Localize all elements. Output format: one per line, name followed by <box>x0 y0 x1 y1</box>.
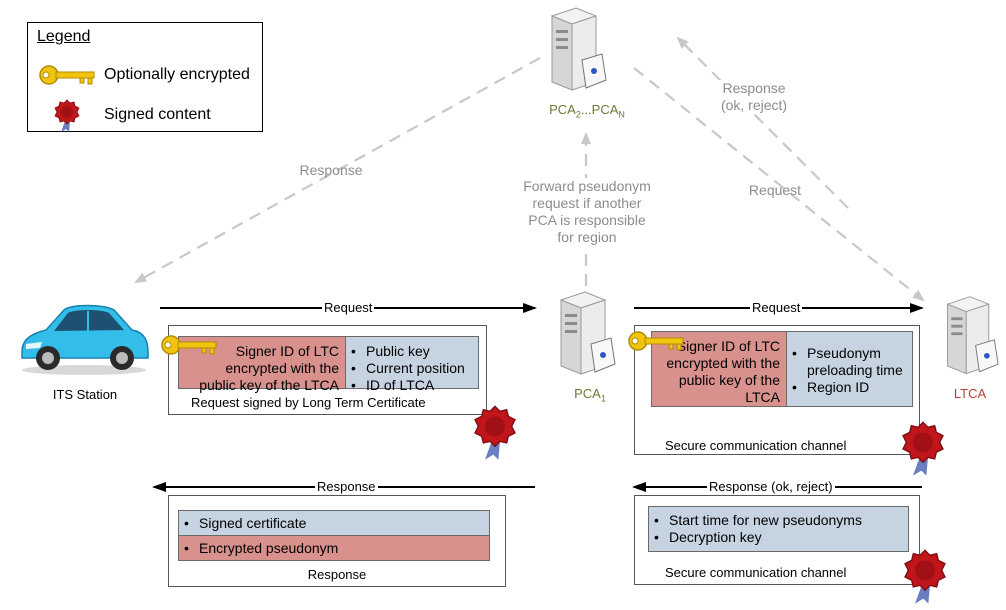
request-right-label: Request <box>750 300 803 315</box>
seal-icon <box>904 549 946 604</box>
seal-icon <box>902 421 944 476</box>
response-field-item: Signed certificate <box>179 515 489 532</box>
response-field-item: Encrypted pseudonym <box>179 540 489 557</box>
legend-seal-label: Signed content <box>104 106 211 123</box>
response-box-right-caption: Secure communication channel <box>665 565 847 580</box>
request-left-label: Request <box>322 300 375 315</box>
encrypted-pseudonym-cell: Encrypted pseudonym <box>178 535 490 561</box>
request-arrow-pcan-to-ltca <box>633 67 925 302</box>
response-right-label: Response (ok, reject) <box>707 479 835 494</box>
legend-key-label: Optionally encrypted <box>104 66 250 83</box>
response-arrow-ltca-to-pcan <box>676 36 849 209</box>
signed-certificate-cell: Signed certificate <box>178 510 490 536</box>
request-field-item: Current position <box>346 360 478 377</box>
its-station-label: ITS Station <box>52 387 118 402</box>
response-box-left-caption: Response <box>307 567 367 582</box>
request-message-box-left: Signer ID of LTC encrypted with the publ… <box>168 325 487 415</box>
server-icon-pcan <box>550 7 607 91</box>
forward-label: Forward pseudonym request if another PCA… <box>510 178 664 246</box>
key-icon <box>628 331 684 351</box>
server-icon-pca1 <box>559 291 616 375</box>
forwarded-fields-cell: Pseudonym preloading time Region ID <box>786 331 913 407</box>
response-field-item: Start time for new pseudonyms <box>649 512 908 529</box>
legend-title: Legend <box>37 28 91 45</box>
request-fields-cell: Public key Current position ID of LTCA <box>345 336 479 394</box>
ltca-label: LTCA <box>953 386 987 401</box>
forwarded-field-item: Region ID <box>787 379 912 396</box>
request-box-left-caption: Request signed by Long Term Certificate <box>191 395 426 410</box>
response-fields-cell: Start time for new pseudonyms Decryption… <box>648 506 909 552</box>
response-arrow-pca-to-its <box>134 57 541 283</box>
request-field-item: Public key <box>346 343 478 360</box>
forwarded-field-item: Pseudonym preloading time <box>787 345 912 379</box>
request-top-right-label: Request <box>748 182 802 198</box>
server-icon-ltca <box>946 296 999 375</box>
response-top-right-label: Response (ok, reject) <box>708 80 800 114</box>
key-icon <box>39 65 95 85</box>
seal-icon <box>474 405 516 460</box>
pca1-label: PCA1 <box>574 386 606 404</box>
request-box-right-caption: Secure communication channel <box>665 438 847 453</box>
response-field-item: Decryption key <box>649 529 908 546</box>
request-field-item: ID of LTCA <box>346 377 478 394</box>
pca2-pcan-label: PCA2...PCAN <box>549 102 625 120</box>
response-top-left-label: Response <box>299 162 363 178</box>
car-icon <box>21 304 149 375</box>
response-left-label: Response <box>315 479 378 494</box>
request-message-box-right: Signer ID of LTC encrypted with the publ… <box>634 325 920 455</box>
seal-icon <box>54 99 80 132</box>
response-message-box-left: Signed certificate Encrypted pseudonym R… <box>168 495 506 587</box>
key-icon <box>161 335 217 355</box>
response-message-box-right: Start time for new pseudonyms Decryption… <box>634 495 920 585</box>
